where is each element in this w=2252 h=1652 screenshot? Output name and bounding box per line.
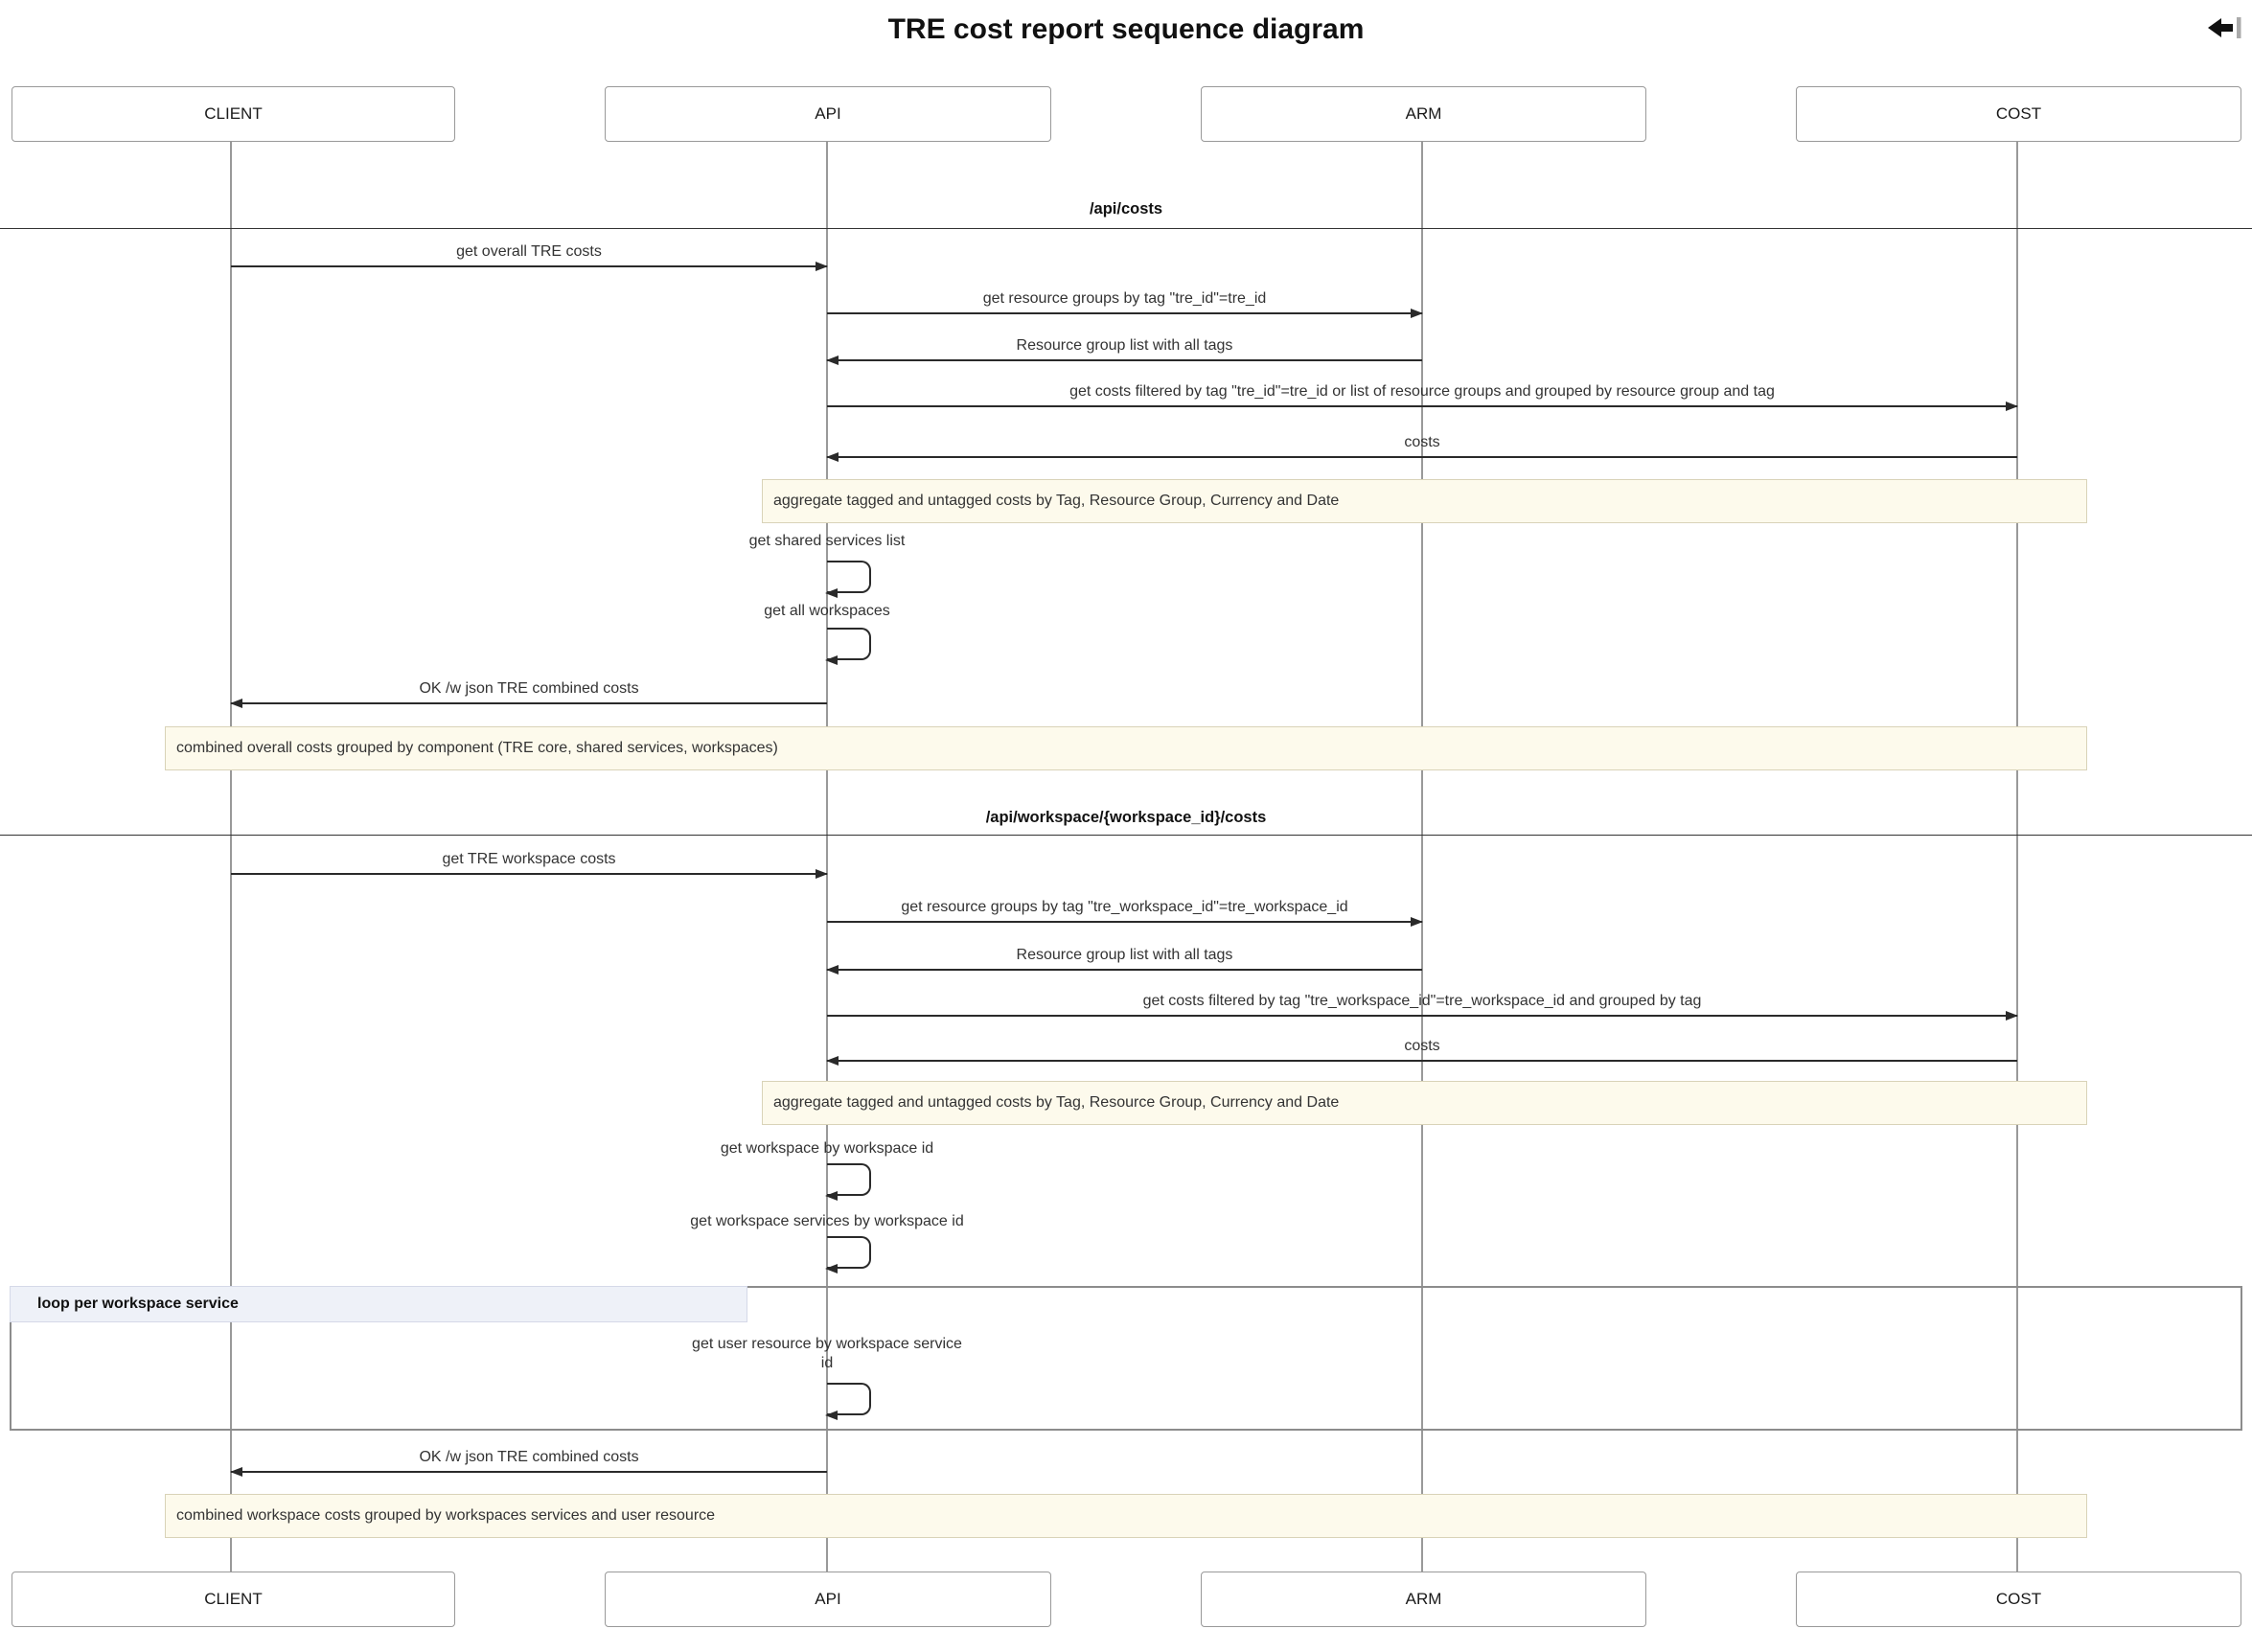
- message-line: [827, 969, 1422, 971]
- message-resource-group-list-1: Resource group list with all tags: [826, 333, 1422, 365]
- arrowhead-left-icon: [230, 699, 242, 708]
- message-costs-2: costs: [826, 1033, 2017, 1066]
- actor-label: CLIENT: [204, 104, 263, 123]
- note-aggregate-costs-1: aggregate tagged and untagged costs by T…: [762, 479, 2087, 523]
- message-ok-json-combined-costs-2: OK /w json TRE combined costs: [230, 1444, 827, 1477]
- loop-label: loop per workspace service: [10, 1286, 747, 1322]
- loop-frame: loop per workspace service: [10, 1286, 2242, 1431]
- note-aggregate-costs-2: aggregate tagged and untagged costs by T…: [762, 1081, 2087, 1125]
- message-line: [827, 1015, 2017, 1017]
- note-label: aggregate tagged and untagged costs by T…: [773, 1094, 1340, 1111]
- message-label: Resource group list with all tags: [1016, 947, 1233, 963]
- message-line: [827, 1060, 2017, 1062]
- note-label: combined workspace costs grouped by work…: [176, 1507, 716, 1524]
- divider-api-costs: /api/costs: [1089, 200, 1163, 218]
- message-costs-1: costs: [826, 429, 2017, 462]
- arrowhead-left-icon: [825, 1411, 838, 1420]
- message-line: [231, 702, 827, 704]
- self-message-get-workspace-by-id: get workspace by workspace id: [720, 1140, 934, 1157]
- message-line: [827, 921, 1422, 923]
- divider-rule: [0, 835, 2252, 836]
- message-label: OK /w json TRE combined costs: [419, 1449, 639, 1465]
- actor-label: API: [815, 104, 841, 123]
- message-get-overall-tre-costs: get overall TRE costs: [231, 239, 828, 271]
- self-message-get-user-resource: get user resource by workspace service i…: [692, 1336, 962, 1371]
- message-get-tre-workspace-costs: get TRE workspace costs: [231, 846, 828, 879]
- arrowhead-left-icon: [825, 655, 838, 665]
- arrowhead-right-icon: [1411, 917, 1423, 927]
- lifeline-api: [826, 142, 828, 1572]
- actor-arm-top: ARM: [1201, 86, 1646, 142]
- divider-api-workspace-costs: /api/workspace/{workspace_id}/costs: [985, 809, 1267, 826]
- actor-label: CLIENT: [204, 1590, 263, 1608]
- message-line: [827, 359, 1422, 361]
- divider-rule: [0, 228, 2252, 229]
- arrowhead-right-icon: [816, 869, 828, 879]
- message-get-resource-groups-tre-workspace-id: get resource groups by tag "tre_workspac…: [827, 894, 1423, 927]
- arrowhead-right-icon: [816, 262, 828, 271]
- self-message-get-shared-services-list: get shared services list: [748, 533, 906, 549]
- message-label: costs: [1404, 1038, 1440, 1054]
- message-label: Resource group list with all tags: [1016, 337, 1233, 354]
- actor-client-bottom: CLIENT: [11, 1572, 455, 1627]
- arrowhead-left-icon: [826, 1056, 839, 1066]
- message-label: get costs filtered by tag "tre_id"=tre_i…: [1069, 383, 1775, 400]
- arrowhead-left-icon: [826, 356, 839, 365]
- message-label: costs: [1404, 434, 1440, 450]
- message-label: get resource groups by tag "tre_workspac…: [901, 899, 1348, 915]
- message-line: [827, 456, 2017, 458]
- actor-label: ARM: [1405, 1590, 1442, 1608]
- self-call-arrow: [825, 628, 871, 665]
- lifeline-arm: [1421, 142, 1423, 1572]
- note-label: combined overall costs grouped by compon…: [176, 740, 778, 756]
- message-get-resource-groups-tre-id: get resource groups by tag "tre_id"=tre_…: [827, 286, 1423, 318]
- message-get-costs-filtered-tre-id: get costs filtered by tag "tre_id"=tre_i…: [827, 379, 2018, 411]
- actor-api-top: API: [605, 86, 1051, 142]
- actor-label: API: [815, 1590, 841, 1608]
- message-get-costs-filtered-tre-workspace-id: get costs filtered by tag "tre_workspace…: [827, 988, 2018, 1021]
- arrowhead-right-icon: [1411, 309, 1423, 318]
- message-label: OK /w json TRE combined costs: [419, 680, 639, 697]
- self-call-arrow: [825, 1383, 871, 1420]
- self-message-get-all-workspaces: get all workspaces: [764, 603, 890, 619]
- actor-cost-bottom: COST: [1796, 1572, 2241, 1627]
- actor-label: COST: [1995, 1590, 2042, 1608]
- actor-label: COST: [1995, 104, 2042, 123]
- message-line: [231, 265, 827, 267]
- arrowhead-left-icon: [230, 1467, 242, 1477]
- self-message-get-workspace-services-by-id: get workspace services by workspace id: [690, 1213, 964, 1229]
- message-label: get costs filtered by tag "tre_workspace…: [1142, 993, 1702, 1009]
- message-label: get overall TRE costs: [456, 243, 602, 260]
- back-to-bar-icon[interactable]: [2206, 15, 2244, 40]
- message-line: [827, 312, 1422, 314]
- message-label: get resource groups by tag "tre_id"=tre_…: [982, 290, 1267, 307]
- arrowhead-right-icon: [2006, 402, 2018, 411]
- actor-api-bottom: API: [605, 1572, 1051, 1627]
- arrowhead-left-icon: [825, 1191, 838, 1201]
- arrowhead-left-icon: [826, 452, 839, 462]
- self-call-arrow: [825, 1236, 871, 1273]
- lifeline-client: [230, 142, 232, 1572]
- note-label: aggregate tagged and untagged costs by T…: [773, 493, 1340, 509]
- note-combined-workspace-costs: combined workspace costs grouped by work…: [165, 1494, 2087, 1538]
- actor-client-top: CLIENT: [11, 86, 455, 142]
- actor-arm-bottom: ARM: [1201, 1572, 1646, 1627]
- self-call-arrow: [825, 561, 871, 598]
- arrowhead-left-icon: [825, 588, 838, 598]
- actor-cost-top: COST: [1796, 86, 2241, 142]
- page-title: TRE cost report sequence diagram: [887, 13, 1365, 45]
- self-call-arrow: [825, 1163, 871, 1201]
- arrowhead-right-icon: [2006, 1011, 2018, 1021]
- lifeline-cost: [2016, 142, 2018, 1572]
- message-label: get TRE workspace costs: [442, 851, 616, 867]
- message-line: [231, 1471, 827, 1473]
- message-line: [827, 405, 2017, 407]
- note-combined-overall-costs: combined overall costs grouped by compon…: [165, 726, 2087, 770]
- arrowhead-left-icon: [825, 1264, 838, 1273]
- message-resource-group-list-2: Resource group list with all tags: [826, 942, 1422, 975]
- actor-label: ARM: [1405, 104, 1442, 123]
- arrowhead-left-icon: [826, 965, 839, 975]
- message-ok-json-combined-costs-1: OK /w json TRE combined costs: [230, 676, 827, 708]
- message-line: [231, 873, 827, 875]
